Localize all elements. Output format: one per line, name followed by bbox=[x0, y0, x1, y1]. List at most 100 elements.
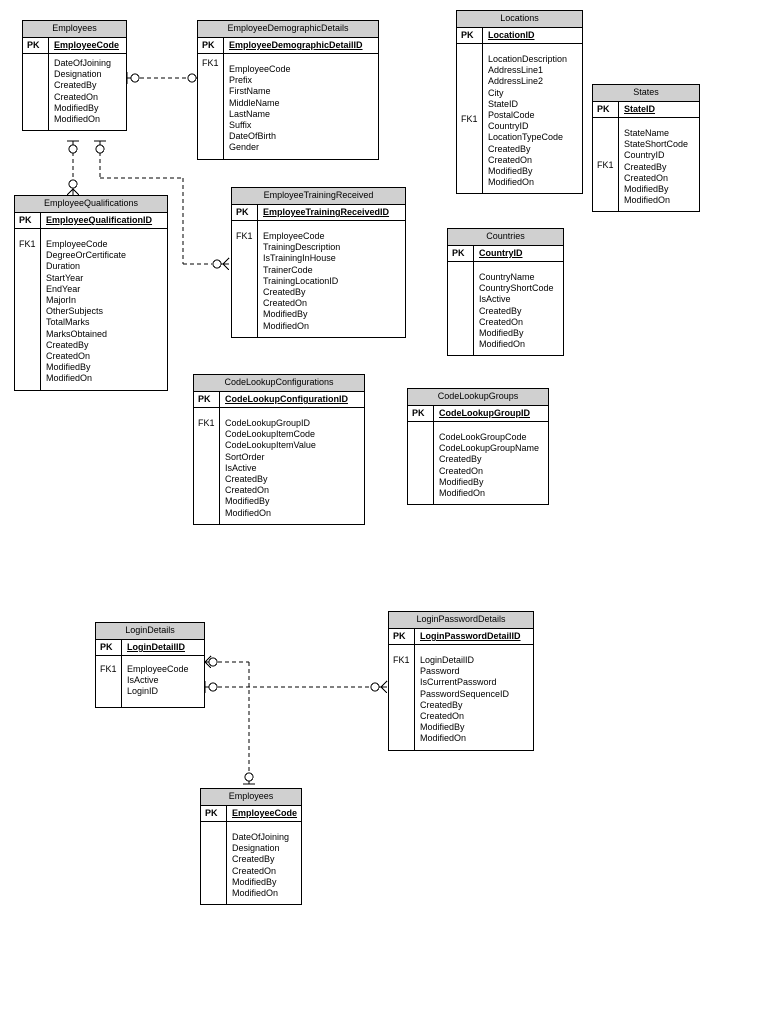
pk-field: LoginDetailID bbox=[127, 642, 185, 652]
pk-field: StateID bbox=[624, 104, 656, 114]
attribute: ModifiedBy bbox=[232, 876, 277, 887]
fk-label: FK1 bbox=[232, 221, 258, 337]
entity-body: FK1 EmployeeCode Prefix FirstName Middle… bbox=[198, 54, 378, 159]
attribute: CreatedOn bbox=[263, 298, 308, 309]
entity-title: EmployeeTrainingReceived bbox=[232, 188, 405, 205]
entity-code-lookup-groups[interactable]: CodeLookupGroups PK CodeLookupGroupID Co… bbox=[407, 388, 549, 506]
attribute: CodeLookGroupCode bbox=[439, 432, 527, 442]
attribute: StateName bbox=[624, 128, 670, 138]
attribute: LocationDescription bbox=[488, 54, 568, 64]
attribute: CodeLookupItemCode bbox=[225, 429, 316, 440]
attribute: ModifiedOn bbox=[263, 320, 310, 331]
attribute: IsActive bbox=[127, 675, 159, 686]
entity-pk-row: PK CodeLookupGroupID bbox=[408, 406, 548, 422]
pk-label: PK bbox=[96, 640, 122, 655]
attribute: ModifiedOn bbox=[54, 114, 101, 125]
entity-login-password-details[interactable]: LoginPasswordDetails PK LoginPasswordDet… bbox=[388, 611, 534, 751]
attribute: LoginDetailID bbox=[420, 655, 475, 665]
attribute: ModifiedBy bbox=[439, 476, 484, 487]
attribute: Suffix bbox=[229, 120, 252, 131]
attribute: IsCurrentPassword bbox=[420, 677, 497, 688]
attribute: OtherSubjects bbox=[46, 306, 104, 317]
pk-label: PK bbox=[198, 38, 224, 53]
attribute: ModifiedOn bbox=[488, 177, 535, 188]
fk-label bbox=[23, 54, 49, 131]
attribute: DateOfJoining bbox=[54, 58, 112, 68]
attribute: EmployeeCode bbox=[263, 231, 325, 241]
entity-body: FK1 LocationDescription AddressLine1 Add… bbox=[457, 44, 582, 194]
attribute: CodeLookupItemValue bbox=[225, 440, 316, 451]
attribute: CreatedOn bbox=[439, 465, 484, 476]
attribute-list: DateOfJoining Designation CreatedBy Crea… bbox=[227, 822, 293, 904]
attribute: ModifiedBy bbox=[624, 184, 669, 195]
attribute: DateOfBirth bbox=[229, 131, 277, 142]
entity-title: LoginPasswordDetails bbox=[389, 612, 533, 629]
entity-employee-demographic-details[interactable]: EmployeeDemographicDetails PK EmployeeDe… bbox=[197, 20, 379, 160]
attribute: DateOfJoining bbox=[232, 832, 290, 842]
attribute-list: LoginDetailID Password IsCurrentPassword… bbox=[415, 645, 513, 750]
fk-label: FK1 bbox=[593, 118, 619, 212]
attribute: TrainingLocationID bbox=[263, 275, 339, 286]
entity-locations[interactable]: Locations PK LocationID FK1 LocationDesc… bbox=[456, 10, 583, 195]
attribute: CreatedBy bbox=[624, 161, 667, 172]
entity-employee-training-received[interactable]: EmployeeTrainingReceived PK EmployeeTrai… bbox=[231, 187, 406, 338]
entity-body: CodeLookGroupCode CodeLookupGroupName Cr… bbox=[408, 422, 548, 505]
entity-title: CodeLookupConfigurations bbox=[194, 375, 364, 392]
fk-label: FK1 bbox=[15, 229, 41, 390]
connector-logindetails-employees bbox=[204, 655, 255, 785]
pk-label: PK bbox=[389, 629, 415, 644]
entity-employee-qualifications[interactable]: EmployeeQualifications PK EmployeeQualif… bbox=[14, 195, 168, 391]
pk-label: PK bbox=[15, 213, 41, 228]
attribute: FirstName bbox=[229, 86, 271, 97]
attribute: CreatedOn bbox=[54, 91, 99, 102]
entity-title: Locations bbox=[457, 11, 582, 28]
attribute: City bbox=[488, 87, 504, 98]
attribute: ModifiedBy bbox=[46, 362, 91, 373]
connector-employees-qualifications bbox=[66, 140, 80, 196]
pk-field: CountryID bbox=[479, 248, 523, 258]
pk-label: PK bbox=[194, 392, 220, 407]
attribute: ModifiedOn bbox=[46, 373, 93, 384]
attribute: CreatedBy bbox=[439, 454, 482, 465]
pk-field: CodeLookupConfigurationID bbox=[225, 394, 348, 404]
fk-label: FK1 bbox=[96, 656, 122, 707]
attribute: CreatedOn bbox=[225, 485, 270, 496]
attribute: AddressLine2 bbox=[488, 76, 544, 87]
entity-countries[interactable]: Countries PK CountryID CountryName Count… bbox=[447, 228, 564, 357]
attribute-list: CodeLookupGroupID CodeLookupItemCode Cod… bbox=[220, 408, 320, 524]
entity-pk-row: PK StateID bbox=[593, 102, 699, 118]
attribute: EmployeeCode bbox=[229, 64, 291, 74]
attribute-list: EmployeeCode IsActive LoginID bbox=[122, 656, 193, 707]
attribute: TrainingDescription bbox=[263, 242, 341, 253]
attribute-list: DateOfJoining Designation CreatedBy Crea… bbox=[49, 54, 115, 130]
entity-login-details[interactable]: LoginDetails PK LoginDetailID FK1 Employ… bbox=[95, 622, 205, 708]
attribute: LoginID bbox=[127, 686, 159, 697]
attribute: IsTrainingInHouse bbox=[263, 253, 336, 264]
entity-title: Employees bbox=[23, 21, 126, 38]
entity-pk-row: PK CountryID bbox=[448, 246, 563, 262]
attribute: CreatedOn bbox=[479, 316, 524, 327]
attribute: CreatedBy bbox=[232, 854, 275, 865]
entity-title: EmployeeDemographicDetails bbox=[198, 21, 378, 38]
entity-body: FK1 LoginDetailID Password IsCurrentPass… bbox=[389, 645, 533, 750]
attribute: CodeLookupGroupID bbox=[225, 418, 311, 428]
entity-employees-top[interactable]: Employees PK EmployeeCode DateOfJoining … bbox=[22, 20, 127, 132]
fk-label: FK1 bbox=[389, 645, 415, 750]
fk-label: FK1 bbox=[198, 54, 224, 159]
entity-states[interactable]: States PK StateID FK1 StateName StateSho… bbox=[592, 84, 700, 213]
entity-body: FK1 EmployeeCode IsActive LoginID bbox=[96, 656, 204, 707]
attribute: CreatedBy bbox=[263, 287, 306, 298]
entity-employees-bottom[interactable]: Employees PK EmployeeCode DateOfJoining … bbox=[200, 788, 302, 906]
attribute: LocationTypeCode bbox=[488, 132, 564, 143]
pk-label: PK bbox=[457, 28, 483, 43]
fk-label bbox=[408, 422, 434, 505]
attribute: CreatedBy bbox=[420, 699, 463, 710]
entity-code-lookup-configurations[interactable]: CodeLookupConfigurations PK CodeLookupCo… bbox=[193, 374, 365, 525]
attribute: CreatedBy bbox=[46, 339, 89, 350]
attribute: CountryName bbox=[479, 272, 535, 282]
attribute: CreatedBy bbox=[225, 474, 268, 485]
attribute: Password bbox=[420, 666, 460, 677]
attribute: AddressLine1 bbox=[488, 65, 544, 76]
attribute: CountryID bbox=[624, 150, 665, 161]
attribute: IsActive bbox=[479, 294, 511, 305]
